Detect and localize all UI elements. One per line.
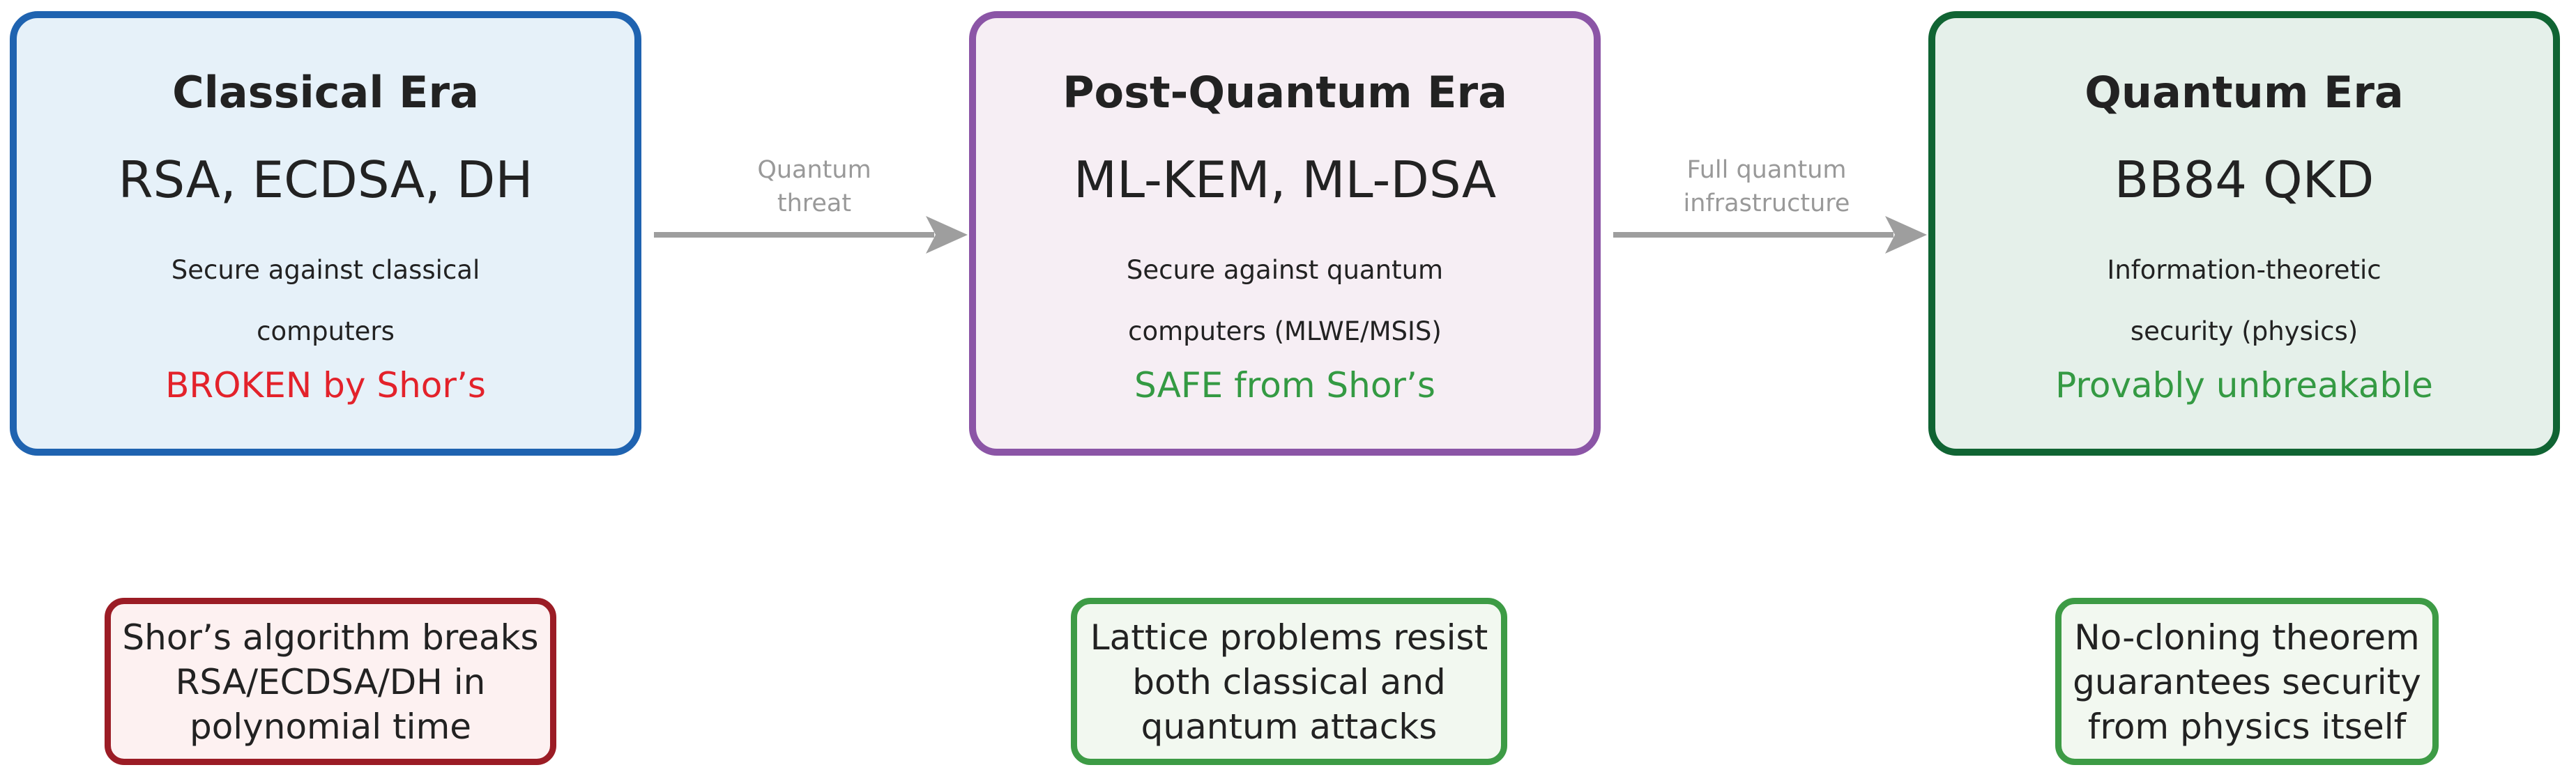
note-line: RSA/ECDSA/DH in: [175, 662, 486, 702]
note-line: Shor’s algorithm breaks: [122, 617, 539, 658]
era-algorithms: BB84 QKD: [2114, 150, 2375, 209]
note-line: both classical and: [1132, 662, 1446, 702]
era-algorithms: ML-KEM, ML-DSA: [1073, 150, 1497, 209]
note-line: No-cloning theorem: [2074, 617, 2420, 658]
era-title: Classical Era: [172, 67, 479, 118]
era-description-line: security (physics): [2130, 316, 2358, 346]
era-box-post-quantum: Post-Quantum Era ML-KEM, ML-DSA Secure a…: [969, 11, 1601, 456]
era-title: Post-Quantum Era: [1062, 67, 1507, 118]
era-description-line: Secure against quantum: [1126, 255, 1444, 285]
note-box-no-cloning: No-cloning theorem guarantees security f…: [2055, 598, 2439, 765]
note-box-lattice: Lattice problems resist both classical a…: [1071, 598, 1507, 765]
era-algorithms: RSA, ECDSA, DH: [118, 150, 533, 209]
arrowhead-1: [926, 216, 968, 254]
era-description: Secure against quantum computers (MLWE/M…: [1004, 240, 1566, 362]
era-description-line: Information-theoretic: [2107, 255, 2381, 285]
transition-label-line: infrastructure: [1683, 190, 1850, 217]
note-line: from physics itself: [2087, 707, 2407, 747]
era-status: Provably unbreakable: [2055, 365, 2433, 406]
transition-label-full-quantum: Full quantum infrastructure: [1648, 153, 1885, 220]
note-box-shor: Shor’s algorithm breaks RSA/ECDSA/DH in …: [105, 598, 556, 765]
arrow-classical-to-postquantum: [654, 216, 968, 254]
note-line: Lattice problems resist: [1090, 617, 1488, 658]
note-line: guarantees security: [2073, 662, 2421, 702]
note-line: polynomial time: [189, 707, 472, 747]
era-description: Information-theoretic security (physics): [1963, 240, 2525, 362]
transition-label-quantum-threat: Quantum threat: [696, 153, 933, 220]
era-box-classical: Classical Era RSA, ECDSA, DH Secure agai…: [10, 11, 641, 456]
era-status: BROKEN by Shor’s: [165, 365, 486, 406]
transition-label-line: Full quantum: [1686, 156, 1847, 184]
era-title: Quantum Era: [2085, 67, 2404, 118]
era-description-line: computers (MLWE/MSIS): [1128, 316, 1442, 346]
transition-label-line: threat: [777, 190, 852, 217]
era-description: Secure against classical computers: [45, 240, 607, 362]
arrowhead-2: [1885, 216, 1927, 254]
arrow-postquantum-to-quantum: [1613, 216, 1927, 254]
era-description-line: computers: [257, 316, 395, 346]
era-box-quantum: Quantum Era BB84 QKD Information-theoret…: [1928, 11, 2560, 456]
era-description-line: Secure against classical: [171, 255, 480, 285]
era-status: SAFE from Shor’s: [1134, 365, 1435, 406]
note-line: quantum attacks: [1141, 707, 1438, 747]
transition-label-line: Quantum: [757, 156, 871, 184]
